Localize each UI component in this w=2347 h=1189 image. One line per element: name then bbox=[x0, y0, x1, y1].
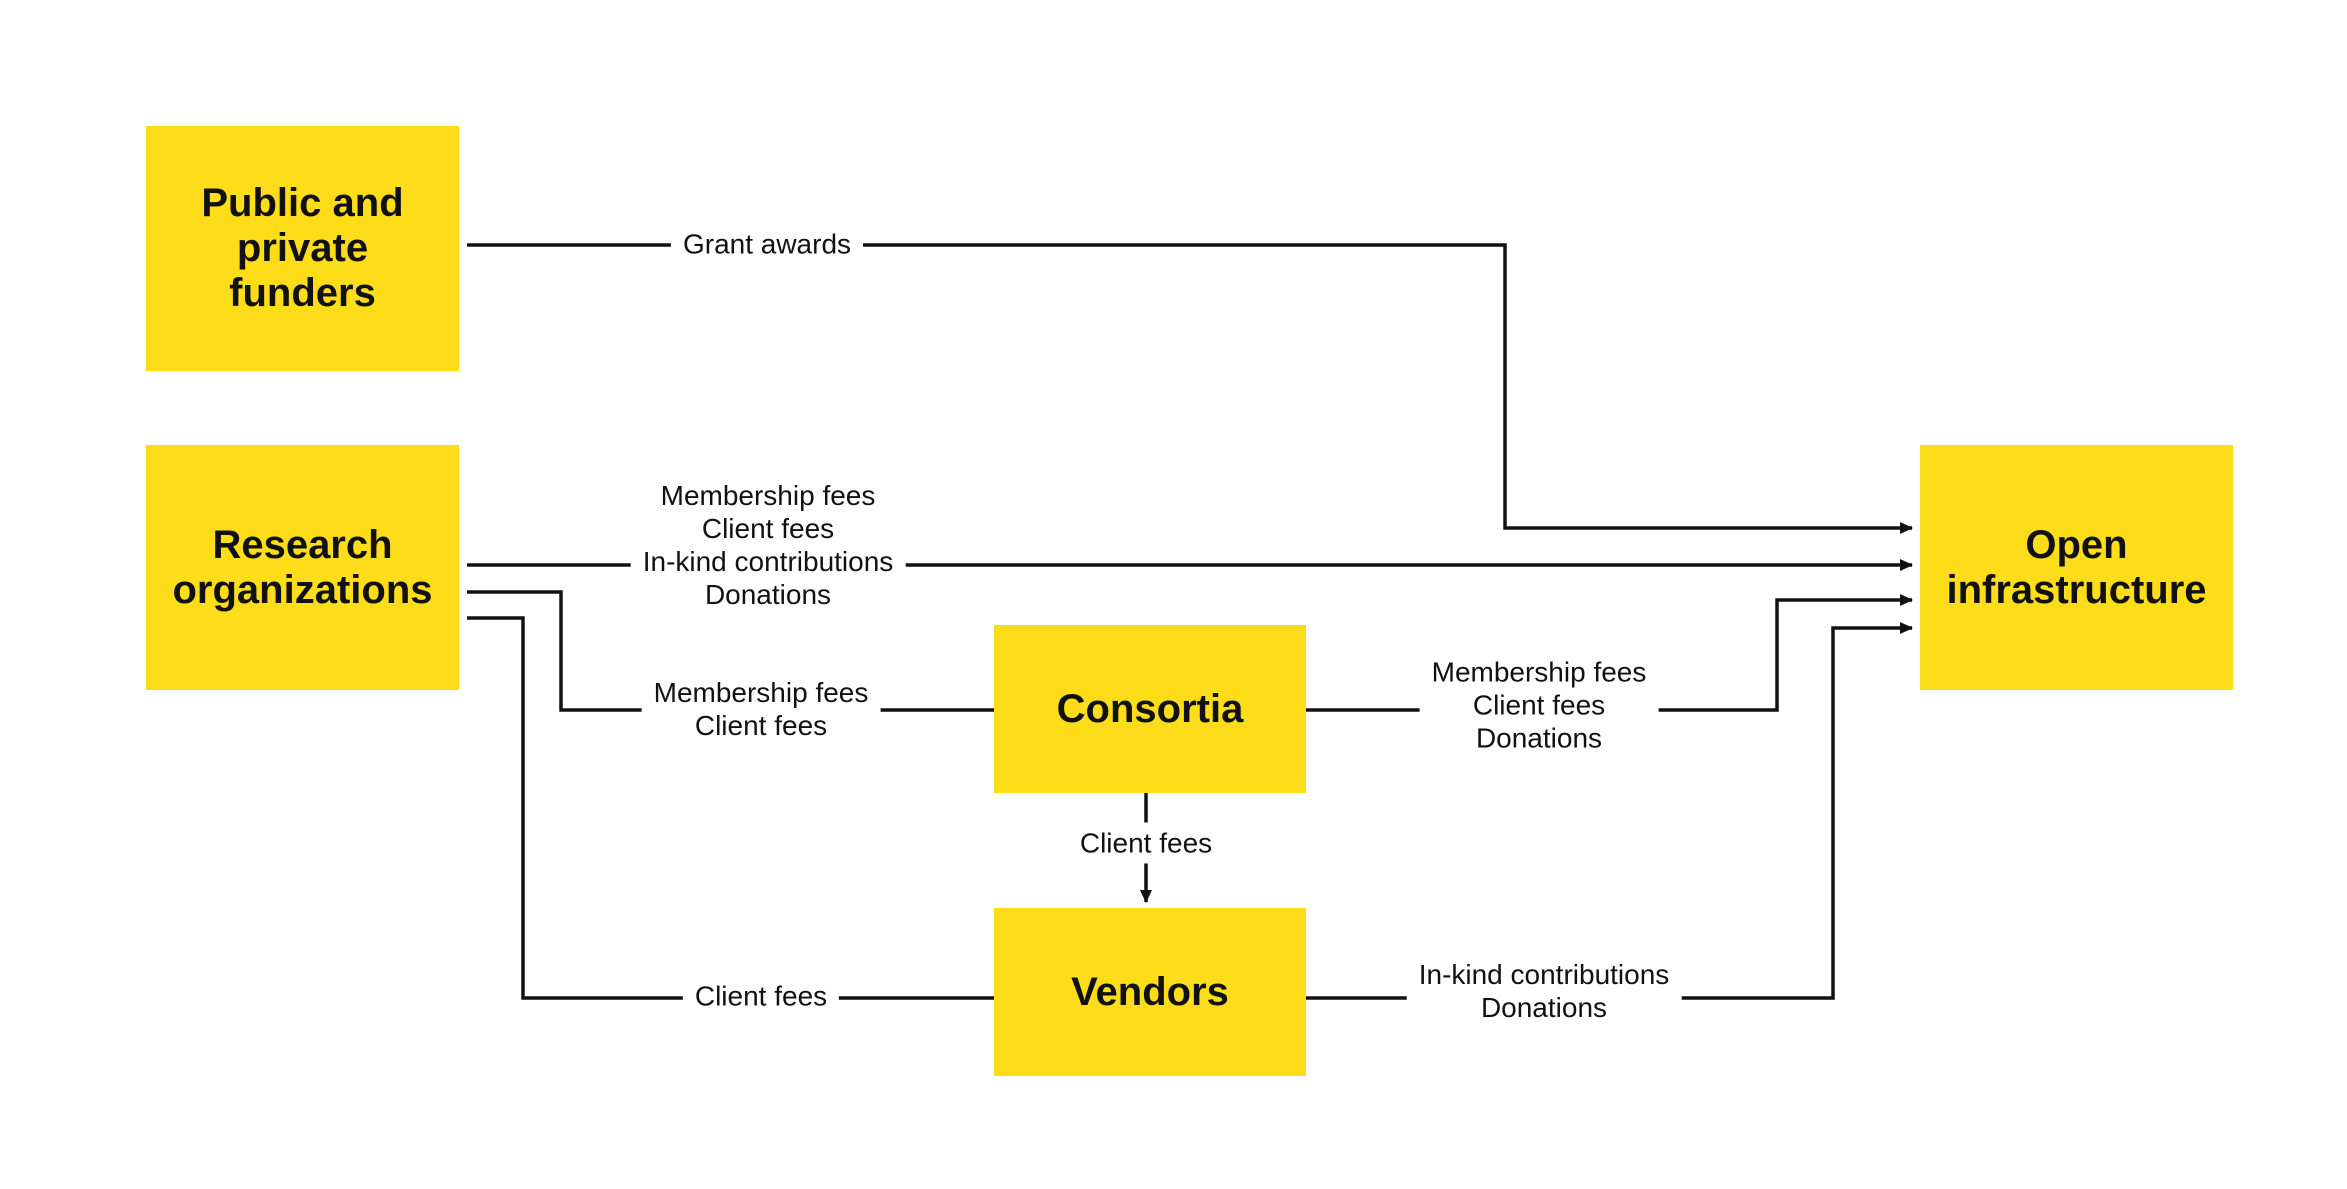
node-open-infrastructure: Open infrastructure bbox=[1920, 445, 2233, 690]
label-research-to-infra: Membership fees Client fees In-kind cont… bbox=[630, 478, 906, 612]
node-research-organizations: Research organizations bbox=[146, 445, 459, 690]
label-consortia-to-vendors: Client fees bbox=[1069, 822, 1223, 864]
node-consortia: Consortia bbox=[994, 625, 1306, 793]
node-vendors: Vendors bbox=[994, 908, 1306, 1076]
label-grant-awards: Grant awards bbox=[670, 227, 864, 261]
label-research-to-consortia: Membership fees Client fees bbox=[641, 675, 881, 743]
node-funders: Public and private funders bbox=[146, 126, 459, 371]
label-research-to-vendors: Client fees bbox=[682, 979, 840, 1013]
label-consortia-to-infra: Membership fees Client fees Donations bbox=[1419, 655, 1659, 755]
label-vendors-to-infra: In-kind contributions Donations bbox=[1406, 957, 1682, 1025]
edge-funders-infra bbox=[467, 243, 1913, 534]
